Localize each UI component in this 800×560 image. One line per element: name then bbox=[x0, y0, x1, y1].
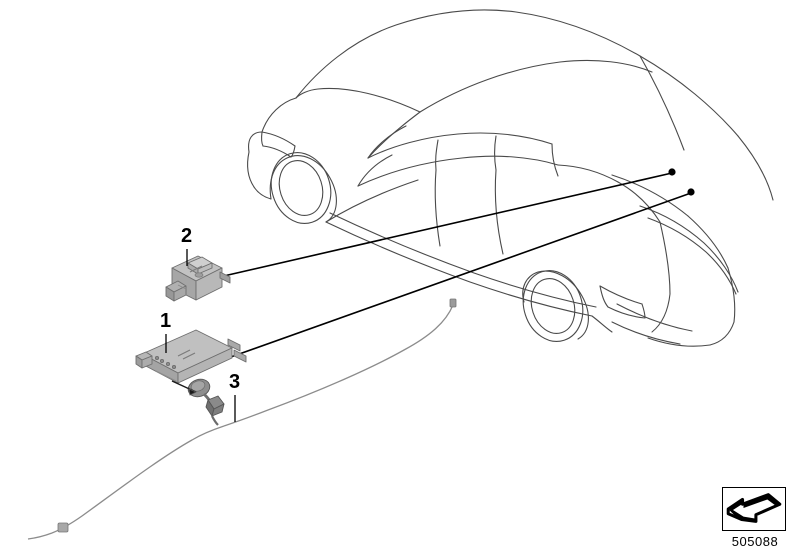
cable-terminal bbox=[449, 298, 457, 308]
mount-point-lower bbox=[687, 188, 695, 196]
callout-label-2: 2 bbox=[181, 225, 193, 247]
leader-line-amplifier-2-to-body bbox=[214, 172, 673, 279]
callout-label-3: 3 bbox=[229, 371, 241, 393]
part-number-block: 505088 bbox=[722, 487, 788, 549]
antenna-cable-path-tail bbox=[27, 532, 53, 540]
antenna-cable-path-lower bbox=[51, 425, 225, 534]
leader-line-amplifier-1-to-body bbox=[227, 192, 692, 359]
callout-label-1: 1 bbox=[160, 310, 172, 332]
part-number-text: 505088 bbox=[731, 534, 779, 549]
direction-arrow-box bbox=[722, 487, 786, 531]
antenna-cable-path bbox=[223, 304, 454, 427]
cable-clip bbox=[57, 522, 69, 533]
mount-point-upper bbox=[668, 168, 676, 176]
direction-arrow-icon bbox=[726, 493, 782, 523]
